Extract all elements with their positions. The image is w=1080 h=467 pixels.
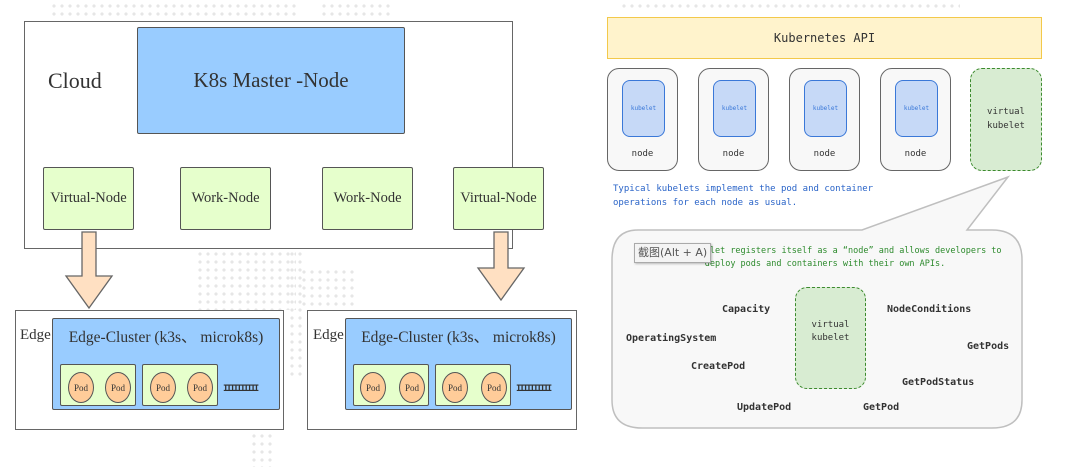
master-node-label: K8s Master -Node [193, 68, 349, 92]
api-method-getpods: GetPods [967, 341, 1010, 352]
edge-cluster-1: Edge-Cluster (k3s、 microk8s) Pod Pod Pod… [52, 318, 280, 410]
virtual-node-2: Virtual-Node [453, 167, 544, 230]
kubelet-box: kubelet [804, 80, 847, 137]
virtual-kubelet-label: kubelet [987, 120, 1025, 131]
worker-node-label: Work-Node [333, 190, 402, 206]
background-dot-pattern [320, 2, 390, 18]
node-label: node [813, 149, 836, 159]
api-method-operatingsystem: OperatingSystem [626, 333, 717, 344]
api-method-getpodstatus: GetPodStatus [902, 377, 975, 388]
kubelet-box: kubelet [622, 80, 665, 137]
background-dot-pattern [196, 250, 296, 310]
worker-node-label: Virtual-Node [50, 190, 127, 206]
description-line: Virtual Kubelet registers itself as a “n… [648, 246, 1002, 256]
node-card: kubelet node [880, 68, 951, 171]
down-arrow-icon [64, 231, 114, 310]
edge-cluster-title: Edge-Cluster (k3s、 microk8s) [361, 329, 556, 346]
background-dot-pattern [50, 2, 300, 18]
kubernetes-api-label: Kubernetes API [773, 31, 876, 45]
api-method-updatepod: UpdatePod [737, 402, 792, 413]
edge-label: Edge [20, 327, 51, 343]
virtual-kubelet-box: virtual kubelet [970, 68, 1042, 171]
background-dot-pattern [250, 432, 274, 467]
pod-group: Pod Pod [353, 364, 429, 406]
pod: Pod [399, 372, 425, 403]
node-label: node [722, 149, 745, 159]
description-line: deploy pods and containers with their ow… [704, 259, 946, 269]
note-line: operations for each node as usual. [613, 198, 798, 208]
background-dot-pattern [300, 268, 355, 308]
edge-cluster-2: Edge-Cluster (k3s、 microk8s) Pod Pod Pod… [345, 318, 572, 410]
virtual-node-1: Virtual-Node [43, 167, 134, 230]
pod: Pod [150, 372, 176, 403]
more-pods-indicator: IIIIIIIIII [516, 384, 552, 394]
api-method-getpod: GetPod [863, 402, 900, 413]
pod: Pod [187, 372, 213, 403]
node-label: node [631, 149, 654, 159]
pod: Pod [442, 372, 468, 403]
node-card: kubelet node [698, 68, 769, 171]
more-pods-indicator: IIIIIIIIII [223, 384, 259, 394]
node-label: node [904, 149, 927, 159]
cloud-label: Cloud [48, 68, 102, 93]
virtual-kubelet-label: kubelet [811, 333, 850, 343]
api-method-nodeconditions: NodeConditions [887, 304, 972, 315]
virtual-kubelet-center: virtual kubelet [795, 287, 866, 389]
work-node-1: Work-Node [180, 167, 271, 230]
work-node-2: Work-Node [322, 167, 413, 230]
background-dot-pattern [620, 2, 960, 8]
pod-group: Pod Pod [142, 364, 218, 406]
edge-label: Edge [313, 327, 344, 343]
note-line: Typical kubelets implement the pod and c… [613, 184, 874, 194]
screenshot-tooltip: 截图(Alt + A) [634, 243, 712, 263]
worker-node-label: Work-Node [191, 190, 260, 206]
api-method-createpod: CreatePod [691, 361, 746, 372]
typical-kubelets-note: Typical kubelets implement the pod and c… [613, 182, 873, 210]
pod: Pod [105, 372, 131, 403]
down-arrow-icon [476, 231, 526, 302]
virtual-kubelet-label: virtual [811, 319, 850, 330]
worker-node-label: Virtual-Node [460, 190, 537, 206]
k8s-master-node: K8s Master -Node [137, 27, 405, 134]
pod: Pod [360, 372, 386, 403]
virtual-kubelet-label: virtual [987, 107, 1025, 117]
pod: Pod [68, 372, 94, 403]
pod-group: Pod Pod [435, 364, 511, 406]
pod: Pod [481, 372, 507, 403]
edge-cluster-title: Edge-Cluster (k3s、 microk8s) [68, 329, 264, 346]
virtual-kubelet-description: Virtual Kubelet registers itself as a “n… [615, 245, 1035, 271]
pod-group: Pod Pod [60, 364, 136, 406]
kubelet-box: kubelet [713, 80, 756, 137]
node-card: kubelet node [607, 68, 678, 171]
api-method-capacity: Capacity [722, 304, 771, 315]
kubernetes-api-bar: Kubernetes API [607, 17, 1042, 59]
node-card: kubelet node [789, 68, 860, 171]
kubelet-box: kubelet [895, 80, 938, 137]
